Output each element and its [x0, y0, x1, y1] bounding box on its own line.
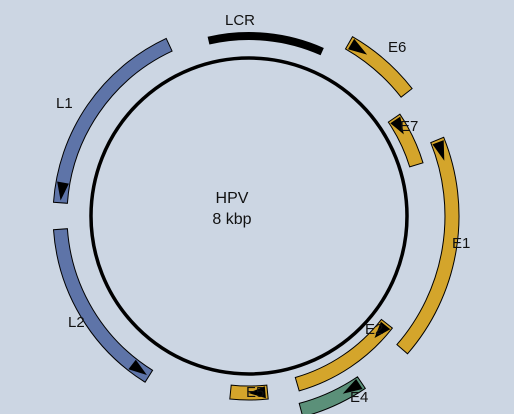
gene-e2: [294, 318, 394, 392]
gene-e5-arrowhead: [248, 386, 266, 399]
gene-label-l2: L2: [68, 314, 85, 331]
gene-e5: [229, 384, 269, 401]
gene-l2: [52, 228, 154, 383]
genome-size: 8 kbp: [212, 211, 251, 228]
gene-l1-arrowhead: [57, 181, 69, 201]
gene-label-e1: E1: [452, 235, 470, 252]
gene-label-l1: L1: [56, 95, 73, 112]
gene-e7-arrowhead: [390, 116, 404, 135]
gene-label-lcr: LCR: [225, 12, 255, 29]
gene-label-e7: E7: [400, 118, 418, 135]
gene-e1-arrowhead: [432, 140, 445, 161]
lcr-region: [207, 32, 324, 56]
genome-name: HPV: [216, 190, 249, 207]
genome-circle: [89, 56, 409, 376]
gene-label-e6: E6: [388, 39, 406, 56]
gene-l1: [52, 37, 173, 204]
gene-e4-arrowhead: [342, 379, 363, 394]
gene-e6-arrowhead: [348, 38, 368, 55]
gene-e2-arrowhead: [374, 321, 391, 338]
gene-e1: [396, 136, 460, 355]
gene-l2-arrowhead: [128, 359, 147, 375]
gene-label-e2: E2: [365, 321, 383, 338]
gene-label-e4: E4: [350, 389, 368, 406]
gene-label-e5: E5: [246, 384, 264, 401]
gene-e4: [298, 376, 366, 414]
